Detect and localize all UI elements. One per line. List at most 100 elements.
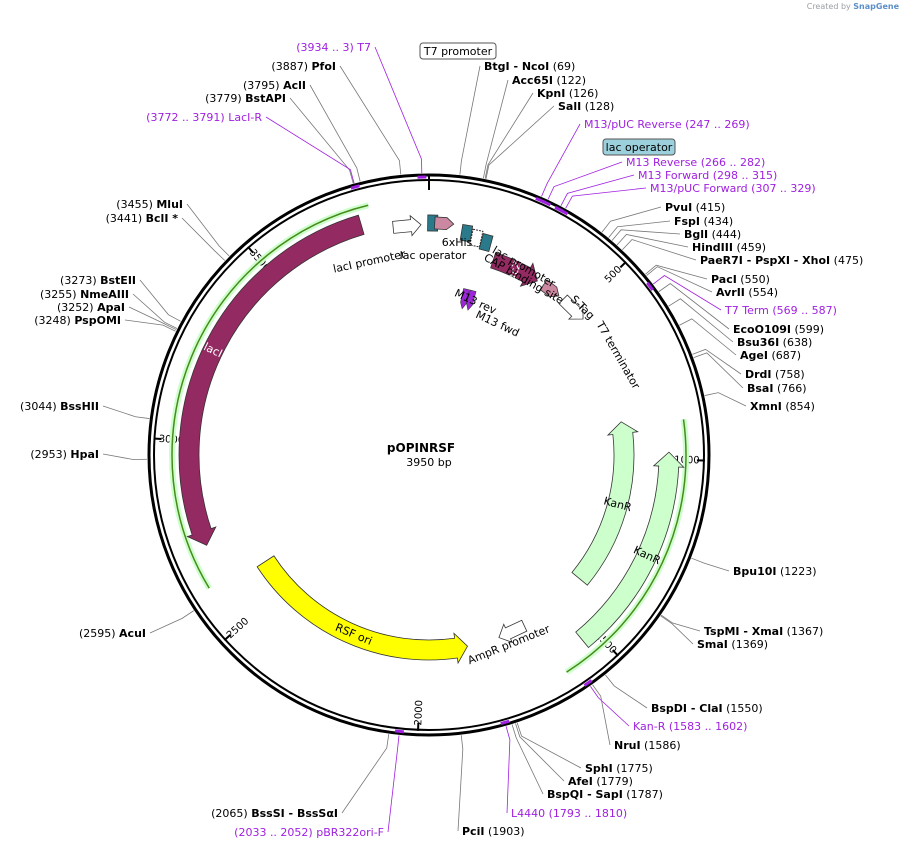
site-label-apai: (3252) ApaI [57, 301, 125, 314]
snapgene-credit: Created by SnapGene [807, 2, 899, 11]
site-position: (2595) [79, 627, 119, 640]
site-position: (3044) [20, 400, 60, 413]
site-leader-m13-reverse [547, 161, 623, 200]
site-leader-avrii [646, 266, 713, 293]
site-label-nmeaiii: (3255) NmeAIII [40, 288, 129, 301]
site-position: (3248) [34, 314, 74, 327]
primer-mark-l4440 [500, 719, 510, 726]
primer-label-kan-r: Kan-R (1583 .. 1602) [633, 720, 747, 733]
tick-label: 2500 [225, 616, 251, 641]
feature-lacz [490, 252, 538, 287]
site-leader-acli [309, 84, 361, 182]
site-name: SmaI [697, 638, 728, 651]
site-name: SphI [585, 762, 613, 775]
site-position: (687) [768, 349, 801, 362]
site-position: (3255) [40, 288, 80, 301]
site-leader-pbr322ori-f [387, 735, 400, 833]
lac-operator-box-text: lac operator [606, 141, 673, 154]
snapgene-logo: SnapGene [853, 2, 899, 11]
site-name: AcuI [119, 627, 146, 640]
site-leader-bpu10i [691, 557, 730, 572]
plasmid-name: pOPINRSF [387, 441, 455, 455]
site-name: L4440 [511, 807, 545, 820]
lac-operator-box-label: lac operator [602, 138, 676, 156]
site-label-bsteii: (3273) BstEII [60, 274, 136, 287]
small-features [392, 214, 584, 644]
m13-fwd-primer [466, 289, 477, 311]
site-leader-t7 [374, 46, 423, 174]
site-label-bspqi-sapi: BspQI - SapI (1787) [547, 788, 663, 801]
site-position: (1369) [728, 638, 768, 651]
his-tag-label: 6xHis [442, 236, 473, 249]
site-position: (1586) [641, 739, 681, 752]
orf-line [171, 204, 369, 589]
tick-mark [619, 261, 627, 269]
site-label-afei: AfeI (1779) [568, 775, 633, 788]
feature-rsf-ori [256, 555, 469, 665]
site-label-hindiii: HindIII (459) [692, 241, 766, 254]
site-leader-acui [149, 610, 195, 634]
site-leader-bstapi [289, 97, 354, 184]
primer-label-laci-r: (3772 .. 3791) LacI-R [146, 111, 262, 124]
site-position: (2953) [30, 448, 70, 461]
site-name: PvuI [665, 201, 692, 214]
site-name: PacI [711, 273, 737, 286]
site-position: (3779) [205, 92, 245, 105]
orf-tracks [169, 202, 689, 675]
lac-operator-2-box [459, 223, 474, 243]
site-leader-pvui [601, 206, 662, 233]
site-label-nrui: NruI (1586) [614, 739, 681, 752]
site-position: (475) [830, 254, 863, 267]
site-label-bsshii: (3044) BssHII [20, 400, 99, 413]
site-name: BspQI - SapI [547, 788, 623, 801]
site-label-kpni: KpnI (126) [537, 87, 598, 100]
site-leader-bgli [611, 229, 681, 241]
site-position: (1367) [783, 625, 823, 638]
site-name: AgeI [740, 349, 768, 362]
site-name: DrdI [745, 368, 772, 381]
site-leader-agei [679, 318, 737, 356]
primer-label-l4440: L4440 (1793 .. 1810) [511, 807, 627, 820]
site-name: HpaI [70, 448, 99, 461]
site-label-pcii: PciI (1903) [462, 825, 525, 838]
site-name: Bpu10I [733, 565, 777, 578]
site-leader-ecoo109i [658, 283, 730, 330]
m13-rev-primer [460, 288, 470, 310]
site-name: M13/pUC Reverse [584, 118, 682, 131]
site-leader-sphi [516, 722, 582, 769]
site-position: (854) [782, 400, 815, 413]
site-position: (3772 .. 3791) [146, 111, 228, 124]
site-name: EcoO109I [733, 323, 791, 336]
primer-mark-laci-r [350, 184, 360, 190]
site-position: (758) [772, 368, 805, 381]
restriction-sites: (3887) PfoI(3795) AclI(3779) BstAPI(3772… [20, 41, 863, 839]
lac-operator-label: lac operator [400, 249, 467, 262]
site-leader-bsshii [102, 405, 150, 419]
site-position: (415) [692, 201, 725, 214]
site-position: (1779) [593, 775, 633, 788]
site-position: (1583 .. 1602) [665, 720, 747, 733]
site-name: AclI [283, 79, 306, 92]
site-leader-pcii [457, 735, 464, 832]
site-leader-acc65i [482, 79, 509, 179]
site-position: (459) [733, 241, 766, 254]
laci-promoter-label: lacI promoter [332, 247, 407, 275]
site-position: (434) [700, 215, 733, 228]
site-name: AvrII [716, 286, 745, 299]
site-leader-hindiii [616, 234, 689, 248]
site-position: (1787) [623, 788, 663, 801]
site-leader-t7-term [653, 275, 722, 311]
site-leader-bcli [181, 217, 226, 261]
t7-promoter-text: T7 promoter [423, 45, 493, 58]
m13-fwd-label: M13 fwd [474, 308, 522, 339]
site-leader-paci [645, 264, 708, 280]
site-name: BtgI - NcoI [484, 60, 549, 73]
site-name: LacI-R [228, 111, 262, 124]
tick-label: 2000 [413, 700, 425, 726]
site-label-bcli: (3441) BclI * [106, 212, 179, 225]
site-position: (766) [773, 382, 806, 395]
site-leader-xmni [704, 392, 747, 407]
site-label-ecoo109i: EcoO109I (599) [733, 323, 824, 336]
site-name: Acc65I [512, 74, 553, 87]
site-label-sphi: SphI (1775) [585, 762, 653, 775]
